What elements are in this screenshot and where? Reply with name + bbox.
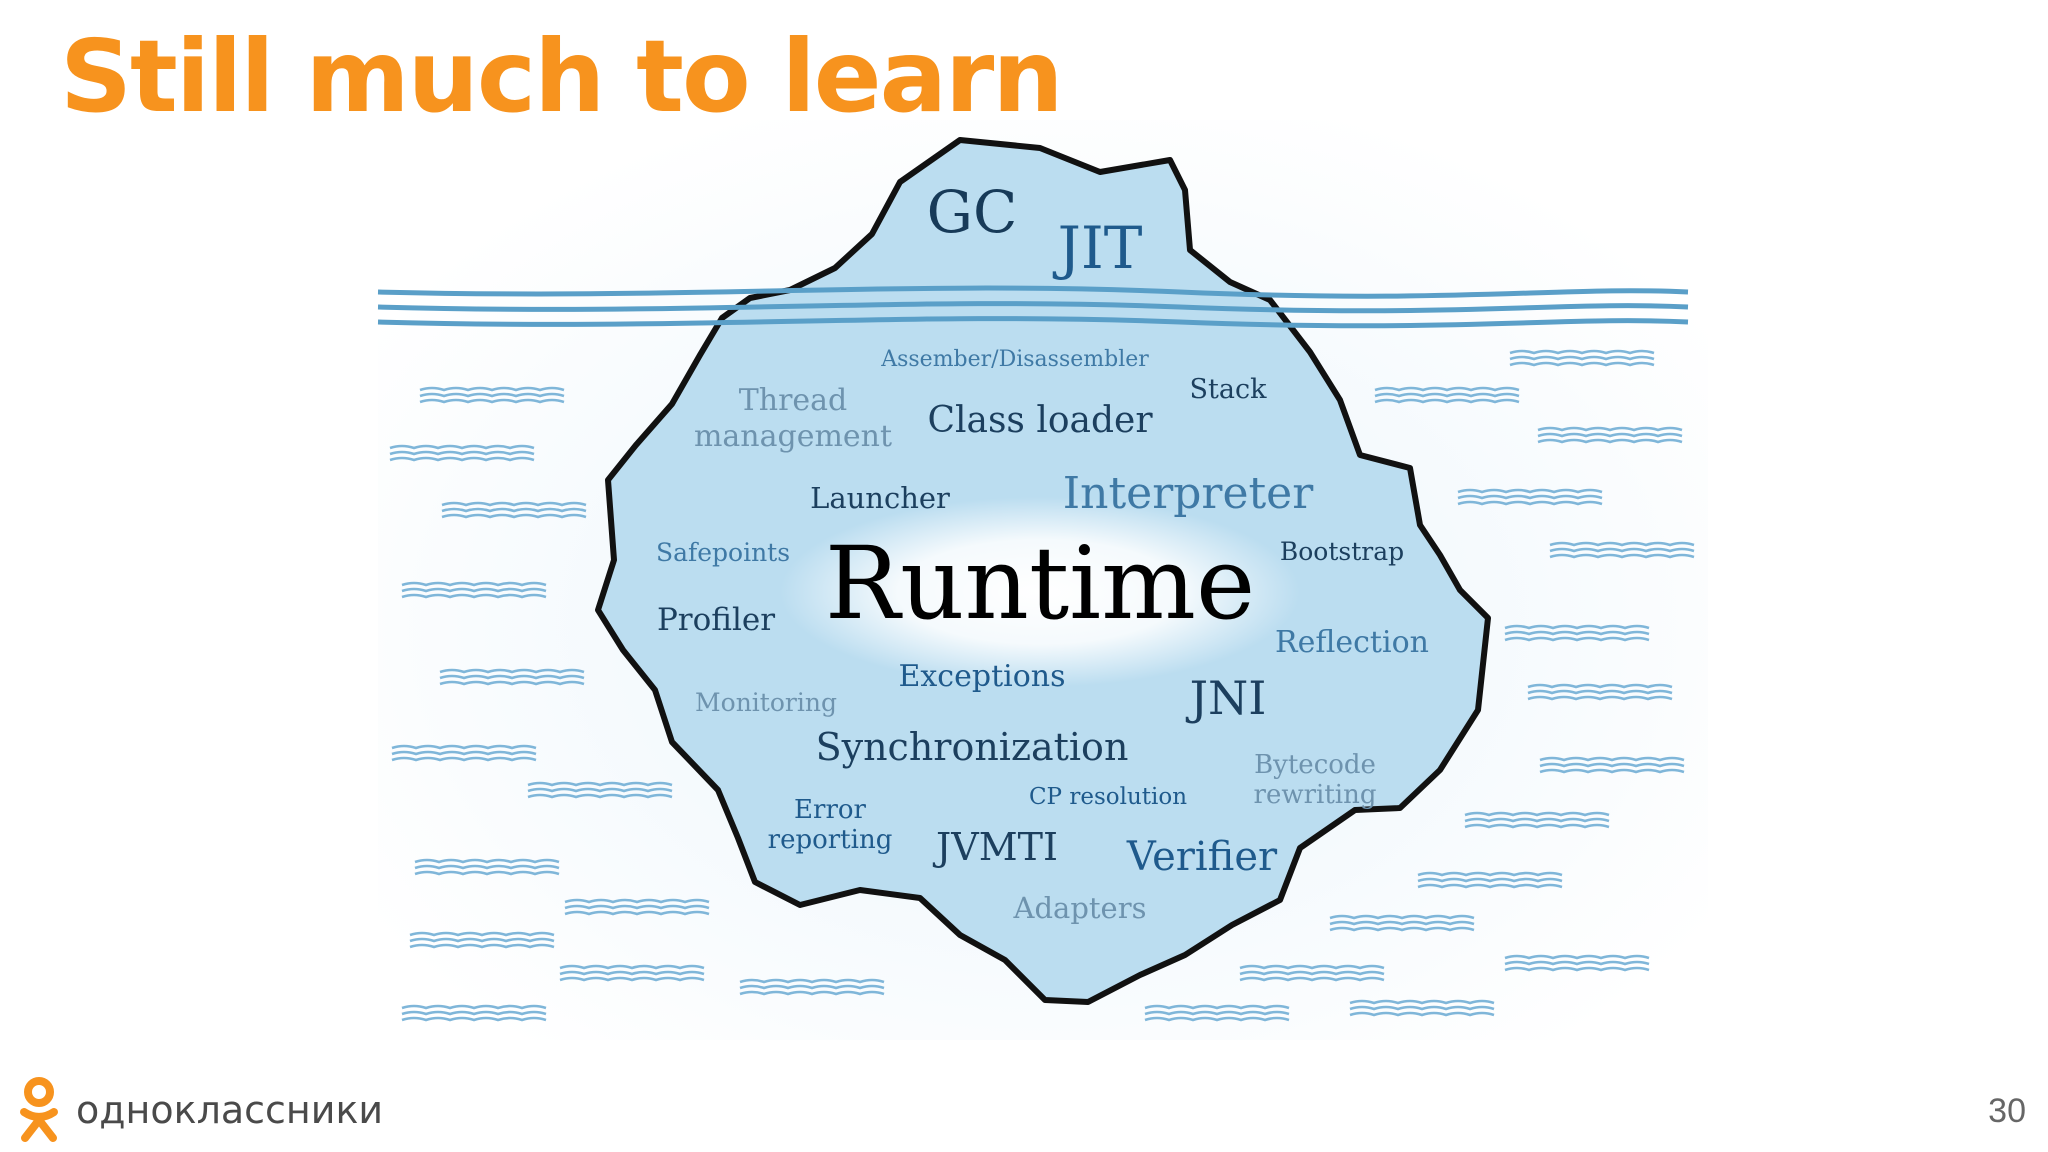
brand-name: одноклассники xyxy=(76,1088,384,1132)
term-gc: GC xyxy=(927,178,1018,246)
above-water-terms: GC JIT xyxy=(927,178,1143,282)
wave-mark xyxy=(1457,488,1603,506)
runtime-glow xyxy=(780,497,1300,687)
page-number: 30 xyxy=(1988,1092,2026,1130)
wave-mark xyxy=(401,581,547,599)
wave-mark xyxy=(527,781,673,799)
wave-mark xyxy=(1539,756,1685,774)
wave-mark xyxy=(414,858,560,876)
below-water-terms: Assember/Disassembler Stack Thread manag… xyxy=(656,347,1429,925)
term-thread: Thread xyxy=(739,383,848,418)
term-safepoints: Safepoints xyxy=(656,538,790,567)
wave-mark xyxy=(401,1004,547,1022)
wave-mark xyxy=(559,964,705,982)
wave-mark xyxy=(1509,349,1655,367)
wave-mark xyxy=(1537,426,1683,444)
wave-mark xyxy=(1504,954,1650,972)
term-rewriting: rewriting xyxy=(1254,780,1377,810)
slide-title: Still much to learn xyxy=(60,18,1064,135)
wave-mark xyxy=(1527,683,1673,701)
term-class-loader: Class loader xyxy=(927,400,1153,441)
wave-mark xyxy=(389,444,535,462)
term-verifier: Verifier xyxy=(1126,834,1278,880)
term-adapters: Adapters xyxy=(1013,891,1147,925)
term-jvmti: JVMTI xyxy=(932,825,1058,869)
wave-mark xyxy=(439,668,585,686)
term-exceptions: Exceptions xyxy=(898,659,1065,694)
term-interpreter: Interpreter xyxy=(1063,468,1314,519)
wave-mark xyxy=(1374,386,1520,404)
wave-mark xyxy=(1504,624,1650,642)
wave-mark xyxy=(1144,1004,1290,1022)
wave-mark xyxy=(564,898,710,916)
wave-mark xyxy=(391,744,537,762)
wave-mark xyxy=(1464,811,1610,829)
wave-mark xyxy=(1549,541,1695,559)
wave-mark xyxy=(419,386,565,404)
term-profiler: Profiler xyxy=(657,602,775,638)
term-jit: JIT xyxy=(1053,214,1143,282)
term-monitoring: Monitoring xyxy=(695,688,837,717)
term-synchronization: Synchronization xyxy=(816,725,1129,769)
term-cp-resolution: CP resolution xyxy=(1029,784,1187,810)
term-bootstrap: Bootstrap xyxy=(1280,537,1404,566)
wave-mark xyxy=(1239,964,1385,982)
term-management: management xyxy=(694,419,892,454)
wave-mark xyxy=(1417,871,1563,889)
term-runtime: Runtime xyxy=(825,525,1255,642)
wave-mark xyxy=(1349,999,1495,1017)
term-reporting: reporting xyxy=(768,825,893,855)
wave-mark xyxy=(441,501,587,519)
term-assembler: Assember/Disassembler xyxy=(880,347,1149,372)
term-reflection: Reflection xyxy=(1275,625,1429,660)
term-bytecode: Bytecode xyxy=(1254,750,1376,780)
term-error: Error xyxy=(794,795,866,825)
term-jni: JNI xyxy=(1186,671,1267,725)
wave-marks xyxy=(389,349,1695,1022)
waterline xyxy=(377,285,1689,329)
wave-mark xyxy=(1329,914,1475,932)
term-stack: Stack xyxy=(1190,374,1268,405)
brand-footer: одноклассники xyxy=(16,1075,383,1145)
wave-mark xyxy=(739,978,885,996)
term-launcher: Launcher xyxy=(810,481,950,515)
odnoklassniki-logo-icon xyxy=(20,1077,58,1142)
wave-mark xyxy=(409,931,555,949)
